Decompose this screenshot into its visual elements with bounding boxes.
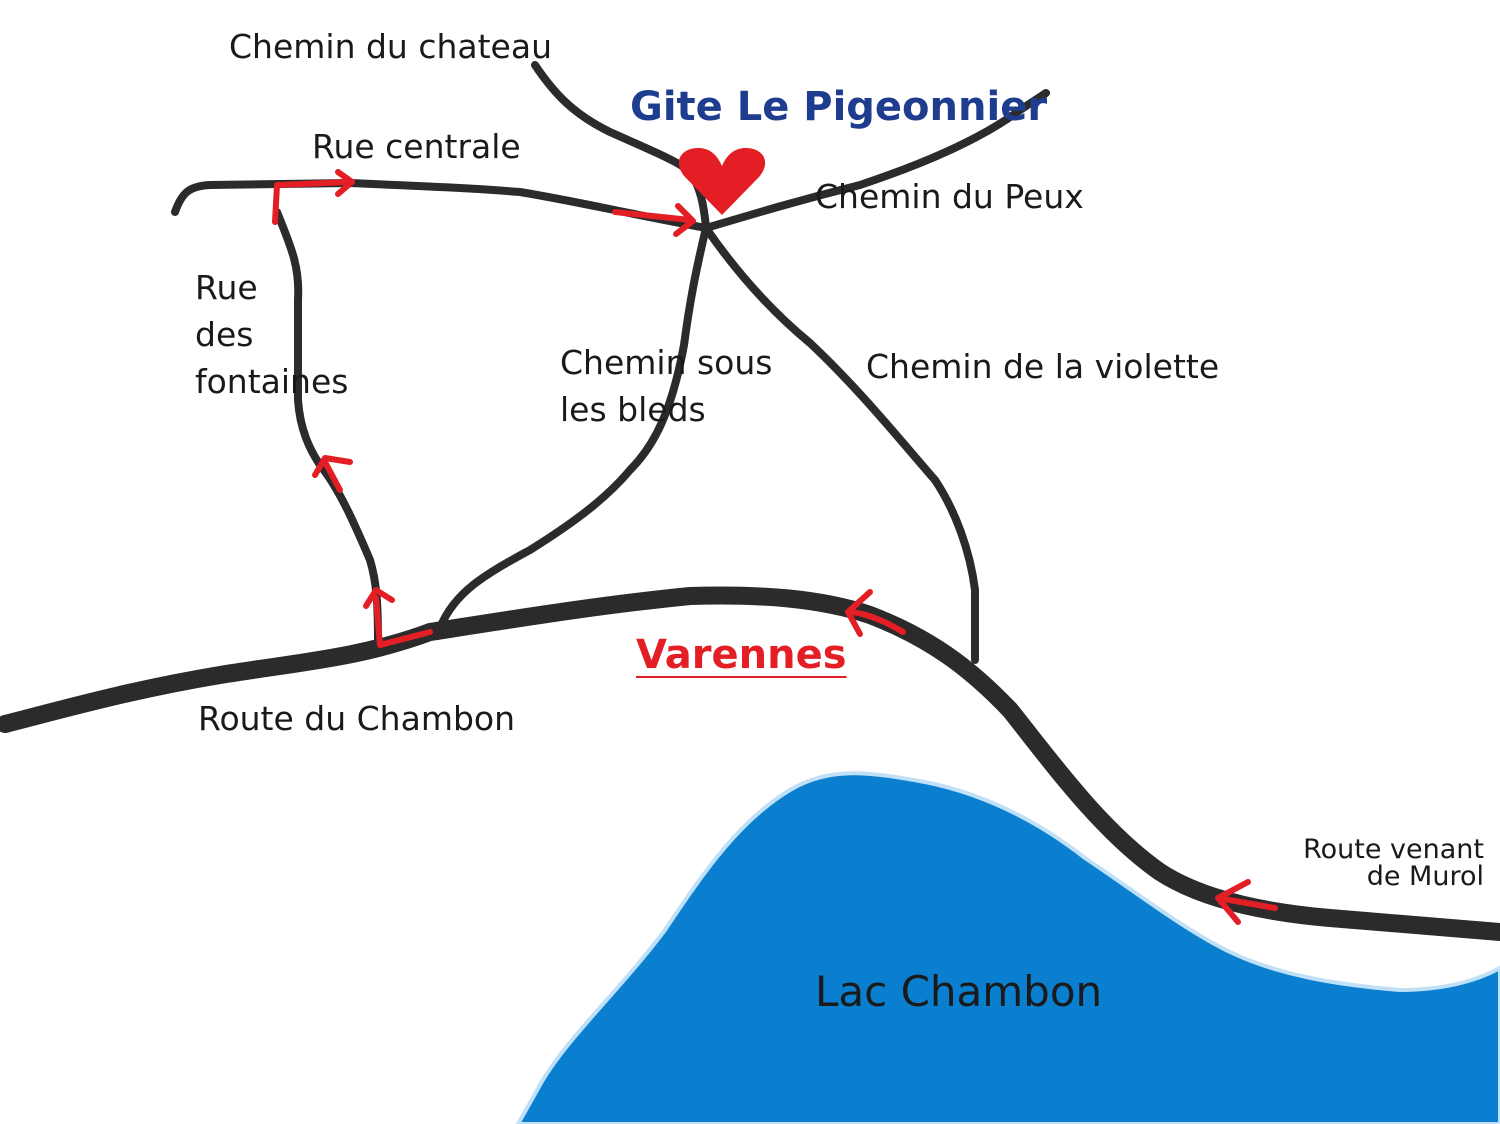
route-turn-into-fontaines xyxy=(363,587,433,648)
label-route-du-chambon: Route du Chambon xyxy=(198,699,516,738)
road-rue-centrale xyxy=(171,178,710,232)
route-arrow-on-main-road xyxy=(845,589,906,637)
route-arrow-to-gite xyxy=(612,203,696,237)
heart-icon xyxy=(678,147,766,215)
route-corner-centrale xyxy=(272,169,355,225)
label-route-venant-de-murol: Route venant de Murol xyxy=(1303,834,1484,892)
road-chemin-sous-les-bleds xyxy=(436,224,710,632)
label-chemin-du-chateau: Chemin du chateau xyxy=(229,27,552,66)
road-chemin-de-la-violette xyxy=(702,224,979,664)
road-chemin-du-peux xyxy=(702,89,1050,232)
lake-name: Lac Chambon xyxy=(815,967,1103,1016)
label-chemin-du-peux: Chemin du Peux xyxy=(815,177,1084,216)
lac-chambon-water xyxy=(515,771,1500,1124)
label-chemin-sous-les-bleds: Chemin sous les bleds xyxy=(560,343,773,429)
gite-title: Gite Le Pigeonnier xyxy=(630,84,1048,130)
village-name: Varennes xyxy=(636,632,847,678)
label-chemin-de-la-violette: Chemin de la violette xyxy=(866,347,1220,386)
label-rue-des-fontaines: Rue des fontaines xyxy=(195,268,349,401)
route-arrow-from-murol xyxy=(1215,879,1278,925)
itinerary-route-markings xyxy=(272,169,1278,925)
route-arrow-on-fontaines xyxy=(312,455,353,493)
label-rue-centrale: Rue centrale xyxy=(312,127,521,166)
